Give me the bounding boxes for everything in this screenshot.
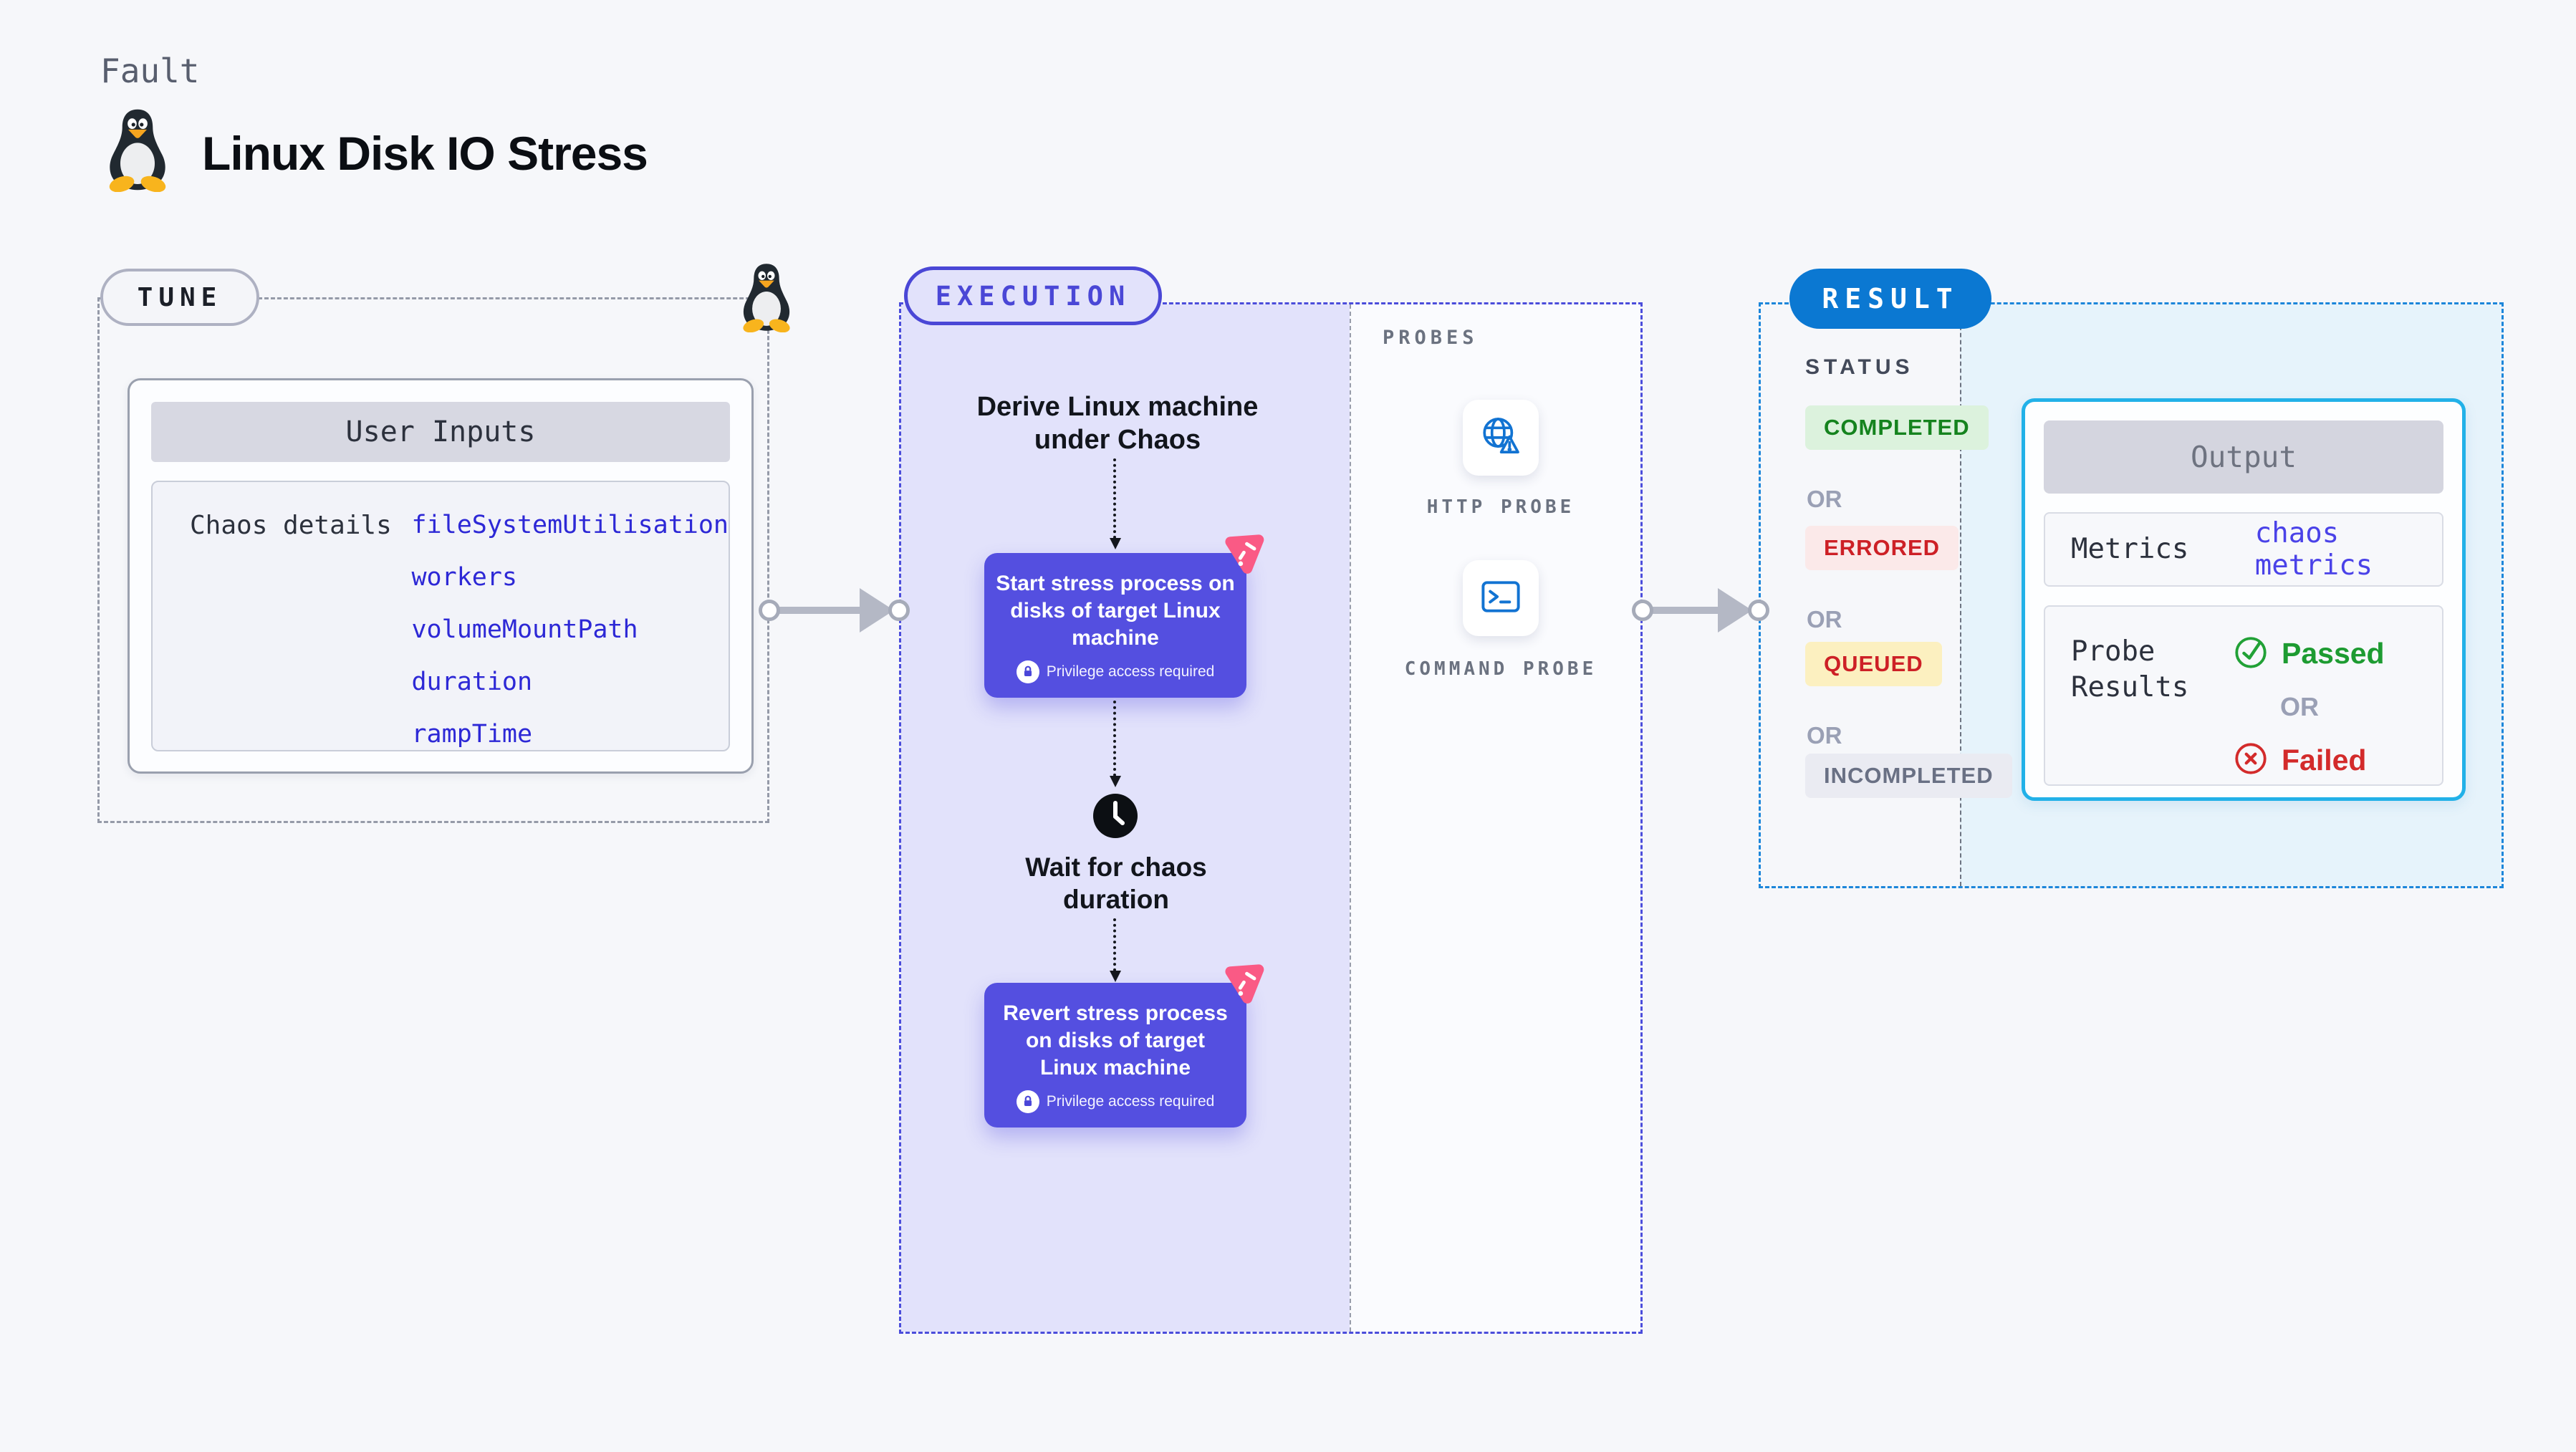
status-or-2: OR bbox=[1807, 606, 1842, 633]
chaos-experiment-icon-2 bbox=[1221, 958, 1271, 1009]
lock-icon bbox=[1016, 660, 1039, 683]
input-link-workers[interactable]: workers bbox=[411, 563, 517, 592]
passed-label: Passed bbox=[2282, 637, 2385, 670]
input-link-duration[interactable]: duration bbox=[411, 668, 533, 696]
probes-heading: PROBES bbox=[1383, 327, 1479, 349]
tux-penguin-icon bbox=[102, 107, 173, 193]
chaos-details-label: Chaos details bbox=[190, 511, 392, 540]
x-circle-icon bbox=[2233, 741, 2269, 780]
http-probe-label: HTTP PROBE bbox=[1426, 496, 1575, 518]
revert-stress-node: Revert stress process on disks of target… bbox=[984, 964, 1264, 1128]
connector-line-execution-result bbox=[1652, 607, 1721, 614]
chaos-experiment-icon bbox=[1221, 529, 1271, 579]
tux-penguin-icon-small bbox=[736, 262, 797, 333]
status-or-3: OR bbox=[1807, 722, 1842, 749]
execution-section-box bbox=[899, 302, 1643, 1334]
passed-row: Passed bbox=[2233, 634, 2385, 673]
derive-step-label: Derive Linux machine under Chaos bbox=[976, 392, 1259, 455]
connector-port-execution-out bbox=[1632, 600, 1653, 621]
probe-results-or: OR bbox=[2280, 692, 2319, 721]
input-link-rampTime[interactable]: rampTime bbox=[411, 720, 533, 749]
privilege-row: Privilege access required bbox=[996, 660, 1235, 683]
user-input-values: fileSystemUtilisation workers volumeMoun… bbox=[411, 511, 729, 750]
probe-results-values: Passed OR Failed bbox=[2233, 634, 2385, 780]
connector-port-execution-in bbox=[888, 600, 910, 621]
user-inputs-title: User Inputs bbox=[151, 402, 730, 462]
flow-arrow-2 bbox=[1110, 701, 1121, 787]
user-inputs-card: User Inputs Chaos details fileSystemUtil… bbox=[128, 378, 754, 774]
wait-step-label: Wait for chaos duration bbox=[1025, 852, 1207, 914]
result-badge: RESULT bbox=[1789, 269, 1991, 329]
probe-results-label: Probe Results bbox=[2071, 635, 2189, 703]
output-card: Output Metrics chaos metrics Probe Resul… bbox=[2022, 398, 2466, 801]
clock-icon bbox=[1092, 792, 1139, 840]
probes-panel bbox=[1350, 304, 1640, 1332]
privilege-row-2: Privilege access required bbox=[996, 1090, 1235, 1113]
connector-arrowhead-execution-result bbox=[1718, 588, 1752, 633]
flow-arrow-3 bbox=[1110, 918, 1121, 982]
start-stress-label: Start stress process on disks of target … bbox=[996, 572, 1235, 650]
status-heading: STATUS bbox=[1805, 355, 1914, 379]
globe-alert-icon bbox=[1478, 413, 1524, 463]
probe-results-row: Probe Results Passed OR bbox=[2044, 605, 2443, 786]
status-badge-incompleted: INCOMPLETED bbox=[1805, 754, 2012, 798]
tune-section-box bbox=[97, 297, 769, 823]
execution-badge: EXECUTION bbox=[904, 266, 1162, 325]
metrics-label: Metrics bbox=[2071, 533, 2189, 565]
http-probe-card[interactable] bbox=[1463, 400, 1539, 476]
output-title: Output bbox=[2044, 420, 2443, 494]
check-circle-icon bbox=[2233, 634, 2269, 673]
tune-badge: TUNE bbox=[100, 269, 259, 326]
chaos-metrics-link[interactable]: chaos metrics bbox=[2254, 517, 2373, 582]
privilege-label-2: Privilege access required bbox=[1046, 1093, 1215, 1110]
status-badge-errored: ERRORED bbox=[1805, 526, 1959, 570]
connector-port-result bbox=[1748, 600, 1769, 621]
page-title: Linux Disk IO Stress bbox=[202, 127, 648, 180]
status-badge-queued: QUEUED bbox=[1805, 642, 1942, 686]
fault-eyebrow: Fault bbox=[100, 52, 200, 90]
privilege-label: Privilege access required bbox=[1046, 663, 1215, 680]
connector-line-tune-execution bbox=[779, 607, 862, 614]
lock-icon-2 bbox=[1016, 1090, 1039, 1113]
status-or-1: OR bbox=[1807, 486, 1842, 512]
input-link-fileSystemUtilisation[interactable]: fileSystemUtilisation bbox=[411, 511, 729, 539]
connector-port-tune bbox=[759, 600, 780, 621]
status-badge-completed: COMPLETED bbox=[1805, 405, 1989, 450]
input-link-volumeMountPath[interactable]: volumeMountPath bbox=[411, 615, 638, 644]
terminal-icon bbox=[1478, 574, 1524, 623]
flow-arrow-1 bbox=[1110, 458, 1121, 549]
failed-label: Failed bbox=[2282, 744, 2367, 777]
revert-stress-label: Revert stress process on disks of target… bbox=[1003, 1001, 1228, 1080]
failed-row: Failed bbox=[2233, 741, 2385, 780]
user-inputs-body: Chaos details fileSystemUtilisation work… bbox=[151, 481, 730, 751]
metrics-row: Metrics chaos metrics bbox=[2044, 512, 2443, 587]
start-stress-node: Start stress process on disks of target … bbox=[984, 534, 1264, 698]
command-probe-card[interactable] bbox=[1463, 560, 1539, 636]
command-probe-label: COMMAND PROBE bbox=[1404, 658, 1597, 680]
